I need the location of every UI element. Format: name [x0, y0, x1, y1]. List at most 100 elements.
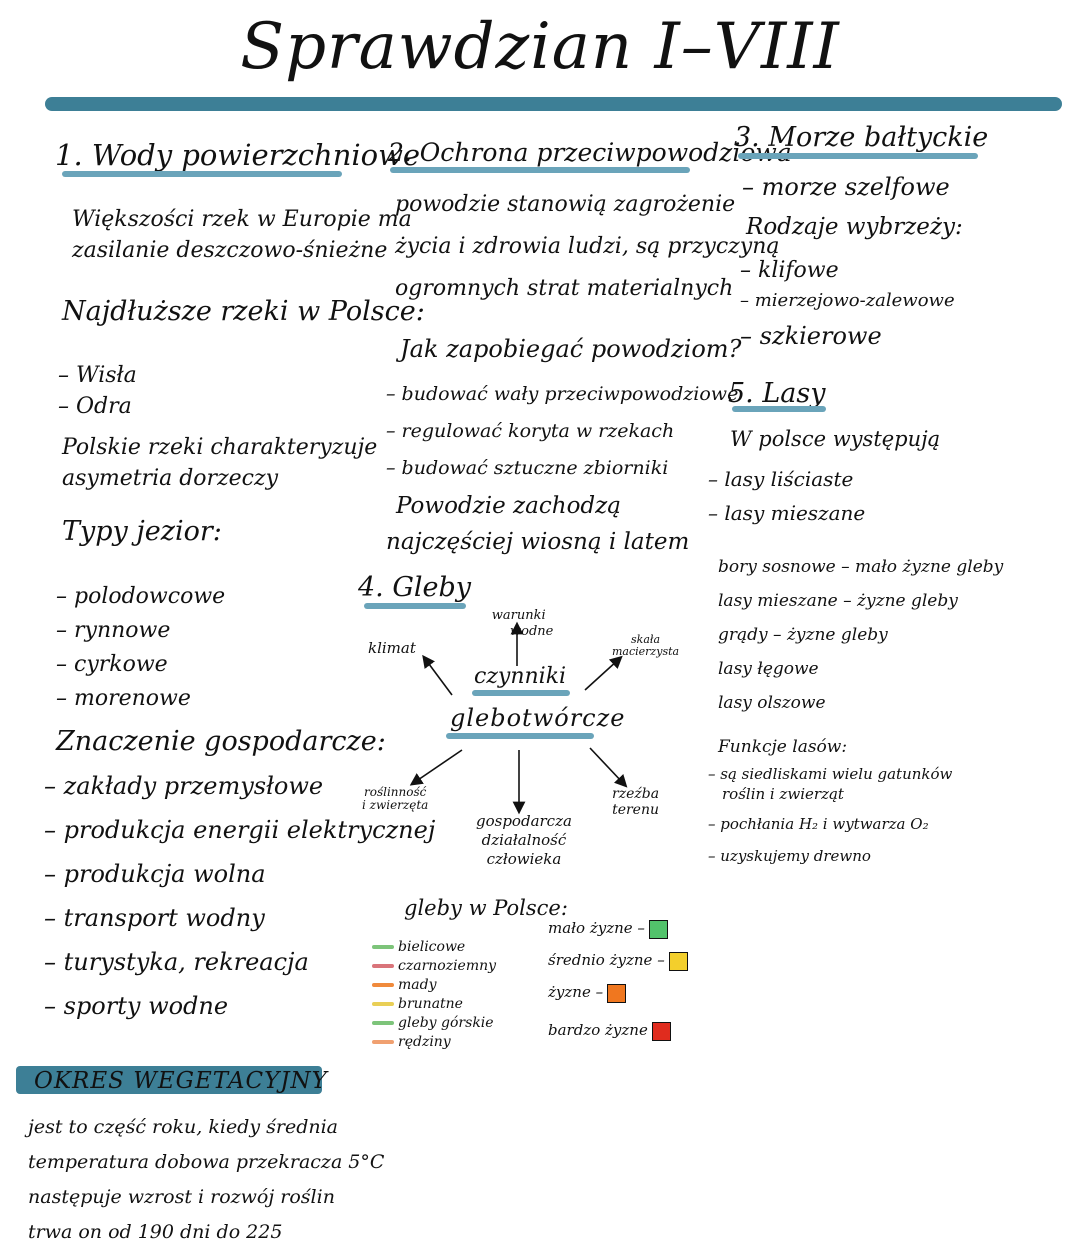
- legend-swatch: [372, 1040, 394, 1044]
- coasts-list: – klifowe – mierzejowo-zalewowe – szkier…: [740, 256, 955, 356]
- section-heading-ochrona: 2. Ochrona przeciwpowodziowa: [388, 138, 792, 167]
- factor-woda: warunki wodne: [491, 608, 554, 639]
- legend-swatch: [372, 1002, 394, 1006]
- list-item: – regulować koryta w rzekach: [386, 420, 675, 442]
- heading-underline: [390, 167, 690, 173]
- list-item: – produkcja energii elektrycznej: [44, 816, 436, 844]
- list-item: bardzo żyzne: [548, 1014, 688, 1046]
- list-item: – uzyskujemy drewno: [708, 847, 871, 865]
- fertility-swatch: [651, 1021, 671, 1041]
- arrow-rzezba: [589, 747, 628, 788]
- list-item: – polodowcowe: [56, 584, 226, 609]
- legend-swatch: [372, 945, 394, 949]
- arrow-skala: [584, 655, 623, 691]
- gleby-w-polsce-title: gleby w Polsce:: [404, 896, 568, 920]
- list-item: lasy łęgowe: [718, 659, 819, 679]
- okres-heading: OKRES WEGETACYJNY: [34, 1068, 328, 1094]
- list-item: – Odra: [58, 394, 132, 419]
- ochrona-para: powodzie stanowią zagrożenie życia i zdr…: [395, 192, 780, 301]
- list-item: grądy – żyzne gleby: [718, 625, 888, 645]
- typy-jezior-heading: Typy jezior:: [62, 516, 222, 547]
- list-item: bory sosnowe – mało żyzne gleby: [718, 557, 1004, 577]
- list-item: – lasy mieszane: [708, 501, 866, 525]
- list-item: – budować wały przeciwpowodziowe: [386, 383, 739, 405]
- lakes-list: – polodowcowe – rynnowe – cyrkowe – more…: [56, 580, 225, 716]
- heading-underline: [738, 153, 978, 159]
- list-item: bielicowe: [372, 938, 496, 957]
- fertility-swatch: [668, 951, 688, 971]
- list-item: – pochłania H₂ i wytwarza O₂: [708, 815, 929, 833]
- factor-klimat: klimat: [368, 639, 416, 657]
- glebotworcze-label: glebotwórcze: [450, 704, 626, 732]
- list-item: – mierzejowo-zalewowe: [740, 290, 955, 311]
- list-item: czarnoziemny: [372, 957, 496, 976]
- list-item: – produkcja wolna: [44, 860, 266, 888]
- okres-heading-bar: [16, 1066, 322, 1094]
- zapobieganie-list: – budować wały przeciwpowodziowe – regul…: [386, 376, 738, 487]
- fertility-swatch: [607, 983, 627, 1003]
- heading-underline: [446, 733, 594, 739]
- najdluzsze-rzeki-heading: Najdłuższe rzeki w Polsce:: [62, 296, 425, 327]
- list-item: mady: [372, 976, 496, 995]
- znaczenie-heading: Znaczenie gospodarcze:: [56, 726, 386, 757]
- factor-czlowiek: gospodarcza działalność człowieka: [476, 812, 572, 868]
- factor-roslinnosc: roślinność i zwierzęta: [362, 785, 429, 812]
- list-item: roślin i zwierząt: [722, 785, 844, 803]
- morze-szelfowe: – morze szelfowe: [742, 173, 950, 201]
- heading-underline: [732, 406, 826, 412]
- list-item: brunatne: [372, 995, 496, 1014]
- okres-para: jest to część roku, kiedy średnia temper…: [28, 1116, 385, 1243]
- fertility-swatch: [648, 919, 668, 939]
- powodzie-para: Powodzie zachodzą najczęściej wiosną i l…: [386, 493, 690, 555]
- forest-types-list: bory sosnowe – mało żyzne gleby lasy mie…: [718, 550, 1003, 720]
- forests-list: – lasy liściaste – lasy mieszane: [708, 462, 865, 530]
- list-item: – transport wodny: [44, 904, 265, 932]
- rivers-list: – Wisła – Odra: [58, 360, 137, 422]
- legend-swatch: [372, 1021, 394, 1025]
- title-underline-bar: [45, 97, 1062, 111]
- arrow-klimat: [422, 654, 453, 696]
- legend-swatch: [372, 964, 394, 968]
- soil-types-list: bielicowe czarnoziemny mady brunatne gle…: [372, 938, 496, 1052]
- list-item: lasy olszowe: [718, 693, 826, 713]
- factor-skala: skała macierzysta: [612, 633, 680, 658]
- section-heading-morze: 3. Morze bałtyckie: [734, 122, 989, 153]
- list-item: – budować sztuczne zbiorniki: [386, 457, 669, 479]
- factor-rzezba: rzeźba terenu: [612, 786, 660, 818]
- funkcje-lasow-title: Funkcje lasów:: [718, 737, 848, 757]
- section-heading-wody: 1. Wody powierzchniowe: [55, 138, 421, 172]
- page-title: Sprawdzian I–VIII: [240, 10, 840, 84]
- list-item: mało żyzne –: [548, 912, 688, 944]
- functions-list: – są siedliskami wielu gatunków roślin i…: [708, 764, 952, 866]
- list-item: – turystyka, rekreacja: [44, 948, 309, 976]
- fertility-legend: mało żyzne – średnio żyzne – żyzne – bar…: [548, 912, 688, 1046]
- list-item: rędziny: [372, 1033, 496, 1052]
- rodzaje-wybrzezy-title: Rodzaje wybrzeży:: [746, 214, 963, 240]
- econ-list: – zakłady przemysłowe – produkcja energi…: [44, 764, 435, 1028]
- heading-underline: [364, 603, 466, 609]
- lasy-intro: W polsce występują: [730, 427, 941, 451]
- list-item: – Wisła: [58, 363, 137, 388]
- list-item: – rynnowe: [56, 618, 171, 643]
- list-item: lasy mieszane – żyzne gleby: [718, 591, 958, 611]
- list-item: – są siedliskami wielu gatunków: [708, 765, 953, 783]
- asymetria-para: Polskie rzeki charakteryzuje asymetria d…: [62, 435, 378, 491]
- arrow-roslinnosc: [409, 749, 463, 786]
- list-item: – sporty wodne: [44, 992, 229, 1020]
- list-item: gleby górskie: [372, 1014, 496, 1033]
- heading-underline: [472, 690, 570, 696]
- zapobiegac-question: Jak zapobiegać powodziom?: [400, 335, 742, 363]
- section-heading-lasy: 5. Lasy: [728, 378, 826, 409]
- legend-swatch: [372, 983, 394, 987]
- list-item: – zakłady przemysłowe: [44, 772, 324, 800]
- list-item: – szkierowe: [740, 322, 882, 350]
- list-item: – klifowe: [740, 258, 839, 283]
- list-item: – lasy liściaste: [708, 467, 854, 491]
- wody-para-1: Większości rzek w Europie ma zasilanie d…: [72, 207, 412, 263]
- list-item: – cyrkowe: [56, 652, 168, 677]
- heading-underline: [62, 171, 342, 177]
- list-item: żyzne –: [548, 976, 688, 1008]
- list-item: średnio żyzne –: [548, 944, 688, 976]
- section-heading-gleby: 4. Gleby: [358, 572, 472, 603]
